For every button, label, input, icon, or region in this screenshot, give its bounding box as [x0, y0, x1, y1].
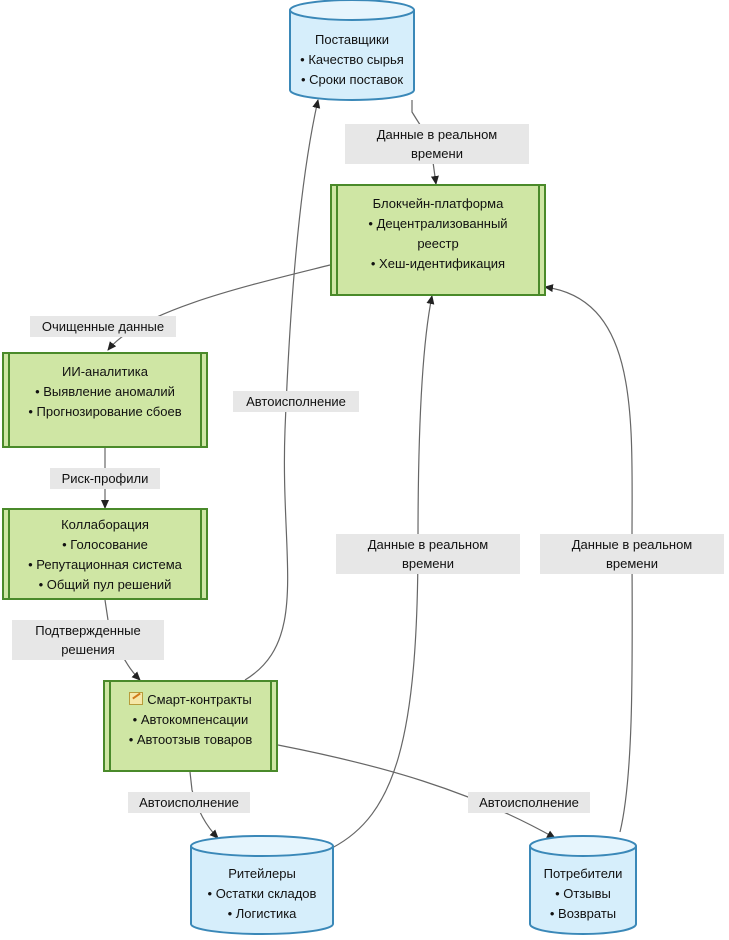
node-smart-title-row: Смарт-контракты: [105, 682, 276, 710]
edge-label-line: Данные в реальном: [367, 537, 489, 552]
node-collab: Коллаборация • Голосование • Репутационн…: [2, 508, 208, 600]
edge-smart-consumers: [277, 744, 556, 839]
edge-label-line: Автоисполнение: [479, 795, 579, 810]
node-ai-item: • Прогнозирование сбоев: [28, 404, 182, 419]
node-blockchain: Блокчейн-платформа • Децентрализованный …: [330, 184, 546, 296]
node-smart-title: Смарт-контракты: [147, 692, 252, 707]
edge-label-line: Данные в реальном: [376, 127, 498, 142]
note-pencil-icon: [129, 692, 144, 705]
edge-label-smart-suppliers: Автоисполнение: [233, 391, 359, 412]
edge-label-ai-collab: Риск-профили: [50, 468, 160, 489]
edge-label-line: времени: [411, 146, 463, 161]
node-retailers-item: • Остатки складов: [207, 886, 317, 901]
node-smart: Смарт-контракты • Автокомпенсации • Авто…: [103, 680, 278, 772]
edge-smart-suppliers: [244, 99, 321, 681]
edge-label-line: Очищенные данные: [41, 319, 165, 334]
node-retailers-item: • Логистика: [227, 906, 297, 921]
node-suppliers: Поставщики • Качество сырья • Сроки пост…: [290, 30, 414, 90]
edge-label-smart-retailers: Автоисполнение: [128, 792, 250, 813]
edge-label-suppliers-blockchain: Данные в реальном времени: [345, 124, 529, 164]
edge-label-consumers-blockchain: Данные в реальном времени: [540, 534, 724, 574]
node-collab-item: • Общий пул решений: [38, 577, 172, 592]
node-blockchain-item: • Хеш-идентификация: [370, 256, 506, 271]
edge-label-collab-smart: Подтвержденные решения: [12, 620, 164, 660]
edge-label-line: времени: [402, 556, 454, 571]
edge-label-line: Риск-профили: [61, 471, 149, 486]
edge-label-line: Данные в реальном: [571, 537, 693, 552]
node-blockchain-item: реестр: [417, 236, 459, 251]
edge-blockchain-ai: [107, 264, 331, 351]
node-consumers-title: Потребители: [543, 866, 623, 881]
node-blockchain-title: Блокчейн-платформа: [372, 196, 504, 211]
edge-label-line: Автоисполнение: [246, 394, 346, 409]
edge-label-line: времени: [606, 556, 658, 571]
node-smart-item: • Автокомпенсации: [132, 712, 249, 727]
edge-label-retailers-blockchain: Данные в реальном времени: [336, 534, 520, 574]
node-suppliers-title: Поставщики: [315, 32, 389, 47]
edge-smart-retailers: [189, 771, 219, 839]
node-consumers: Потребители • Отзывы • Возвраты: [530, 864, 636, 924]
node-collab-item: • Голосование: [62, 537, 148, 552]
edge-label-line: Автоисполнение: [139, 795, 239, 810]
cylinder-suppliers: [289, 0, 415, 101]
node-ai: ИИ-аналитика • Выявление аномалий • Прог…: [2, 352, 208, 448]
node-retailers-title: Ритейлеры: [228, 866, 296, 881]
edge-label-blockchain-ai: Очищенные данные: [30, 316, 176, 337]
node-smart-item: • Автоотзыв товаров: [128, 732, 253, 747]
node-suppliers-item: • Качество сырья: [300, 52, 404, 67]
node-blockchain-item: • Децентрализованный: [368, 216, 508, 231]
node-consumers-item: • Отзывы: [555, 886, 611, 901]
node-ai-item: • Выявление аномалий: [35, 384, 175, 399]
cylinder-retailers: [190, 835, 334, 935]
cylinder-consumers: [529, 835, 637, 935]
node-ai-title: ИИ-аналитика: [62, 364, 148, 379]
node-suppliers-item: • Сроки поставок: [300, 72, 404, 87]
node-collab-item: • Репутационная система: [28, 557, 182, 572]
edge-label-smart-consumers: Автоисполнение: [468, 792, 590, 813]
edge-label-line: решения: [61, 642, 115, 657]
node-collab-title: Коллаборация: [61, 517, 149, 532]
node-retailers: Ритейлеры • Остатки складов • Логистика: [191, 864, 333, 924]
edge-label-line: Подтвержденные: [35, 623, 141, 638]
node-consumers-item: • Возвраты: [549, 906, 617, 921]
